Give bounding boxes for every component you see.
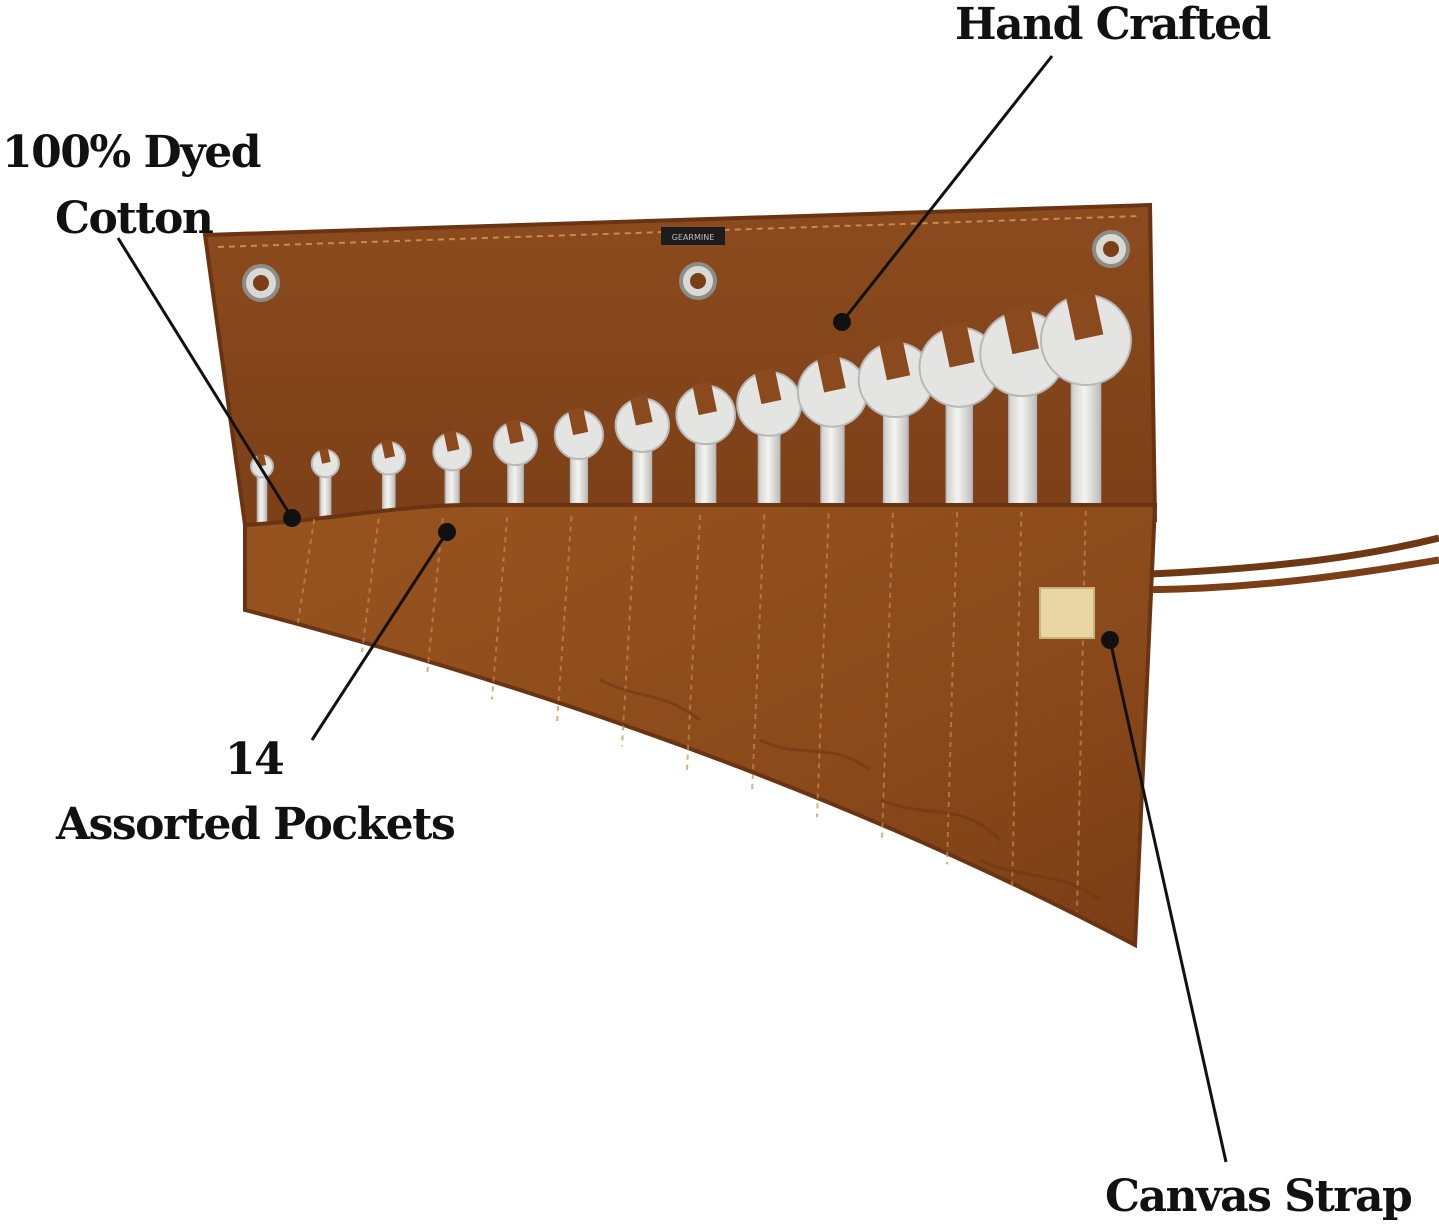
pocket-seam (751, 514, 766, 794)
wrench-jaw-opening (567, 407, 589, 436)
leader-pockets (310, 523, 456, 741)
wrench-jaw-opening (505, 418, 524, 444)
wrench-jaw-opening (692, 381, 717, 416)
leader-cotton (116, 237, 301, 527)
callout-cotton-line1: 100% Dyed (2, 127, 261, 178)
fabric-wrinkles (599, 678, 1101, 902)
brand-tag: GEARMINE (661, 227, 725, 245)
wrench-jaw-opening (1003, 305, 1039, 355)
wrench-set (250, 288, 1132, 548)
wrench-jaw-opening (878, 337, 911, 381)
pocket-seam (686, 514, 701, 771)
callout-canvas-strap: Canvas Strap (1105, 1171, 1413, 1222)
pocket-seam (556, 516, 573, 723)
wrench-jaw-opening (319, 447, 331, 464)
pocket-seam (426, 517, 444, 676)
pocket-seam (1076, 510, 1087, 912)
wrench-jaw-opening (630, 394, 653, 426)
canvas-strap (1127, 534, 1439, 594)
pocket-seam (361, 518, 380, 653)
callout-pockets-line2: Assorted Pockets (56, 799, 456, 850)
pocket-panel (243, 503, 1158, 949)
pocket-seam (621, 515, 637, 747)
pocket-seam (1011, 511, 1023, 888)
pocket-seam (296, 519, 316, 629)
grommet-left (242, 264, 280, 302)
pocket-seam (946, 512, 959, 865)
brand-tag-text: GEARMINE (672, 233, 715, 242)
wrench-jaw-opening (443, 429, 460, 452)
leader-canvas-strap (1101, 631, 1228, 1163)
pocket-seam (816, 513, 830, 818)
pocket-seams (296, 510, 1087, 912)
wrench-jaw-opening (816, 352, 846, 393)
wrench-jaw-opening (754, 367, 782, 405)
callout-hand-crafted: Hand Crafted (955, 0, 1271, 50)
pocket-seam (881, 512, 894, 841)
wrench-jaw-opening (940, 321, 975, 368)
wrench-jaw-opening (381, 439, 396, 459)
callout-cotton-line2: Cotton (55, 193, 214, 244)
wrench (310, 447, 340, 529)
grommet-right (1092, 230, 1130, 268)
callout-pockets-line1: 14 (225, 734, 285, 785)
leader-hand-crafted (833, 55, 1054, 331)
grommet-center (679, 262, 717, 300)
label-patch (1039, 587, 1095, 639)
wrench-jaw-opening (1065, 288, 1104, 341)
pocket-seam (491, 517, 509, 700)
